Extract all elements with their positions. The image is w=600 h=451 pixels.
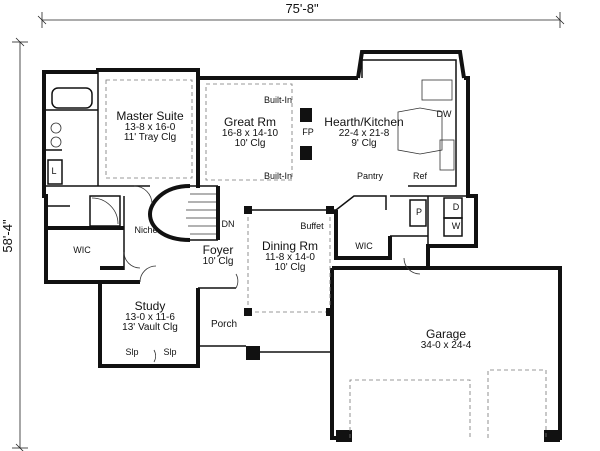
room-ceiling: 9' Clg xyxy=(351,138,377,150)
width-dimension: 75'-8" xyxy=(285,1,319,16)
room-study: Study 13-0 x 11-6 13' Vault Clg xyxy=(122,300,178,334)
garage-doors xyxy=(349,369,547,438)
washer-label: W xyxy=(451,221,461,231)
pantry-label: Pantry xyxy=(356,171,384,181)
dishwasher-label: DW xyxy=(436,109,452,119)
powder-label: P xyxy=(415,207,423,217)
builtin-top-label: Built-In xyxy=(263,95,293,105)
room-great-room: Great Rm 16-8 x 14-10 10' Clg xyxy=(222,116,278,150)
room-size: 11-8 x 14-0 xyxy=(265,251,315,263)
wic-master-label: WIC xyxy=(73,245,91,255)
wic-mud-label: WIC xyxy=(355,241,373,251)
sliding-door-right-label: Slp xyxy=(163,347,177,357)
fireplace-label: FP xyxy=(302,127,314,137)
stair-down-label: DN xyxy=(221,219,235,229)
ceiling-lines xyxy=(105,79,293,181)
room-ceiling: 11' Tray Clg xyxy=(123,132,177,144)
room-size: 13-0 x 11-6 xyxy=(125,311,175,323)
kitchen-counters xyxy=(361,59,457,187)
room-master-suite: Master Suite 13-8 x 16-0 11' Tray Clg xyxy=(116,110,183,144)
room-name: Great Rm xyxy=(223,115,276,129)
room-ceiling: 13' Vault Clg xyxy=(122,322,178,334)
builtin-bottom-label: Built-In xyxy=(263,171,293,181)
stair-treads xyxy=(186,193,216,235)
room-size: 13-8 x 16-0 xyxy=(124,121,176,133)
bath-fixtures xyxy=(50,87,121,227)
room-dining-room: Dining Rm 11-8 x 14-0 10' Clg xyxy=(262,240,318,274)
room-name: Master Suite xyxy=(116,109,184,123)
exterior-walls xyxy=(42,50,562,440)
room-ceiling: 10' Clg xyxy=(202,255,234,267)
room-name: Garage xyxy=(425,327,467,341)
interior-walls xyxy=(44,72,468,313)
room-name: Foyer xyxy=(202,243,234,257)
room-size: 16-8 x 14-10 xyxy=(221,127,279,139)
room-size: 34-0 x 24-4 xyxy=(420,339,472,351)
niche-label: Niche xyxy=(134,225,158,235)
room-foyer: Foyer 10' Clg xyxy=(203,244,234,267)
room-name: Hearth/Kitchen xyxy=(324,115,404,129)
room-name: Dining Rm xyxy=(261,239,319,253)
linen-label: L xyxy=(51,166,57,176)
room-garage: Garage 34-0 x 24-4 xyxy=(421,328,472,351)
sliding-door-left-label: Slp xyxy=(125,347,139,357)
door-swings xyxy=(123,185,421,363)
refrigerator-label: Ref xyxy=(412,171,428,181)
room-name: Study xyxy=(134,299,166,313)
buffet-label: Buffet xyxy=(300,221,324,231)
room-porch: Porch xyxy=(210,319,238,330)
room-ceiling: 10' Clg xyxy=(234,138,266,150)
fireplace-and-columns xyxy=(244,108,560,442)
room-ceiling: 10' Clg xyxy=(274,262,306,274)
depth-dimension: 58'-4" xyxy=(0,219,16,253)
porch-outline xyxy=(197,310,332,353)
room-hearth-kitchen: Hearth/Kitchen 22-4 x 21-8 9' Clg xyxy=(324,116,403,150)
dryer-label: D xyxy=(452,202,460,212)
room-size: 22-4 x 21-8 xyxy=(338,127,390,139)
